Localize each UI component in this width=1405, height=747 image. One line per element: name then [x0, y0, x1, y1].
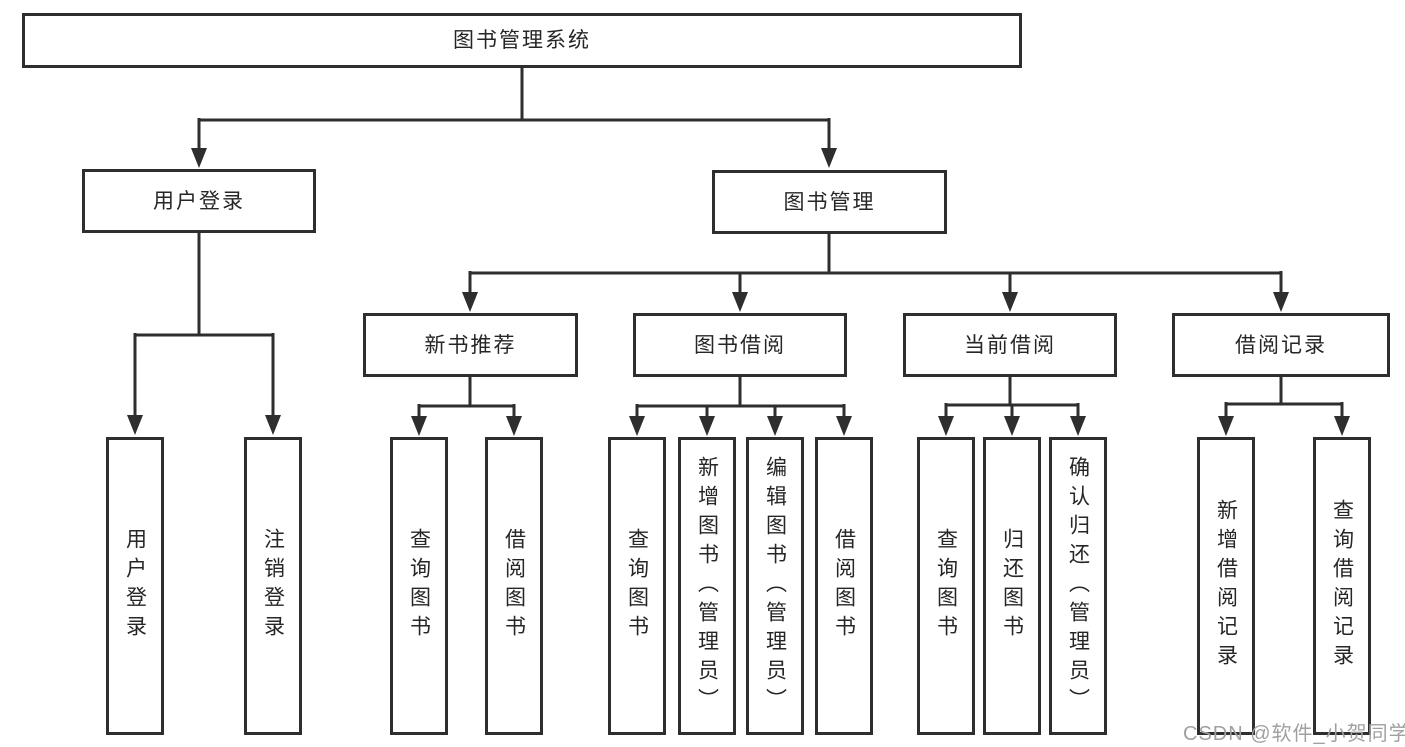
- leaf-query-borrow-record-label: 查询借阅记录: [1330, 499, 1354, 673]
- leaf-logout-label: 注销登录: [261, 528, 285, 644]
- node-book-management: 图书管理: [712, 170, 947, 234]
- node-root-label: 图书管理系统: [453, 29, 591, 52]
- node-book-management-label: 图书管理: [783, 190, 876, 214]
- leaf-confirm-return-admin: 确认归还（管理员）: [1049, 437, 1107, 735]
- leaf-borrow-book-1-label: 借阅图书: [502, 528, 526, 644]
- node-new-book-recommend: 新书推荐: [363, 313, 578, 377]
- leaf-query-borrow-record: 查询借阅记录: [1313, 437, 1371, 735]
- node-user-login-label: 用户登录: [153, 189, 245, 213]
- node-root: 图书管理系统: [22, 13, 1022, 68]
- edges-user-login: [127, 233, 281, 435]
- leaf-add-borrow-record-label: 新增借阅记录: [1214, 499, 1238, 673]
- leaf-user-login-label: 用户登录: [123, 528, 147, 644]
- leaf-borrow-book-2: 借阅图书: [815, 437, 873, 735]
- leaf-add-borrow-record: 新增借阅记录: [1197, 437, 1255, 735]
- leaf-query-book-2: 查询图书: [608, 437, 666, 735]
- edges-root: [191, 66, 837, 168]
- node-borrow-records-label: 借阅记录: [1235, 333, 1327, 357]
- leaf-query-book-3: 查询图书: [917, 437, 975, 735]
- node-current-borrow-label: 当前借阅: [964, 333, 1056, 357]
- leaf-return-book: 归还图书: [983, 437, 1041, 735]
- leaf-add-book-admin-label: 新增图书（管理员）: [695, 455, 719, 717]
- node-borrow-records: 借阅记录: [1172, 313, 1390, 377]
- leaf-confirm-return-admin-label: 确认归还（管理员）: [1066, 455, 1090, 717]
- node-new-book-recommend-label: 新书推荐: [424, 333, 517, 357]
- leaf-edit-book-admin-label: 编辑图书（管理员）: [763, 455, 787, 717]
- node-current-borrow: 当前借阅: [903, 313, 1117, 377]
- leaf-logout: 注销登录: [244, 437, 302, 735]
- edges-book-management: [462, 234, 1289, 312]
- leaf-add-book-admin: 新增图书（管理员）: [678, 437, 736, 735]
- leaf-borrow-book-1: 借阅图书: [485, 437, 543, 735]
- leaf-borrow-book-2-label: 借阅图书: [832, 528, 856, 644]
- leaf-return-book-label: 归还图书: [1000, 528, 1024, 644]
- leaf-query-book-1-label: 查询图书: [407, 528, 431, 644]
- leaf-user-login: 用户登录: [106, 437, 164, 735]
- leaf-query-book-2-label: 查询图书: [625, 528, 649, 644]
- watermark: CSDN @软件_小贺同学: [1183, 723, 1405, 745]
- edges-new-book-recommend: [411, 377, 522, 436]
- edges-borrow-records: [1218, 377, 1350, 436]
- leaf-edit-book-admin: 编辑图书（管理员）: [746, 437, 804, 735]
- leaf-query-book-3-label: 查询图书: [934, 528, 958, 644]
- node-book-borrow: 图书借阅: [633, 313, 847, 377]
- node-user-login: 用户登录: [82, 169, 316, 233]
- edges-book-borrow: [629, 377, 852, 436]
- leaf-query-book-1: 查询图书: [390, 437, 448, 735]
- node-book-borrow-label: 图书借阅: [694, 333, 786, 357]
- edges-current-borrow: [938, 377, 1086, 436]
